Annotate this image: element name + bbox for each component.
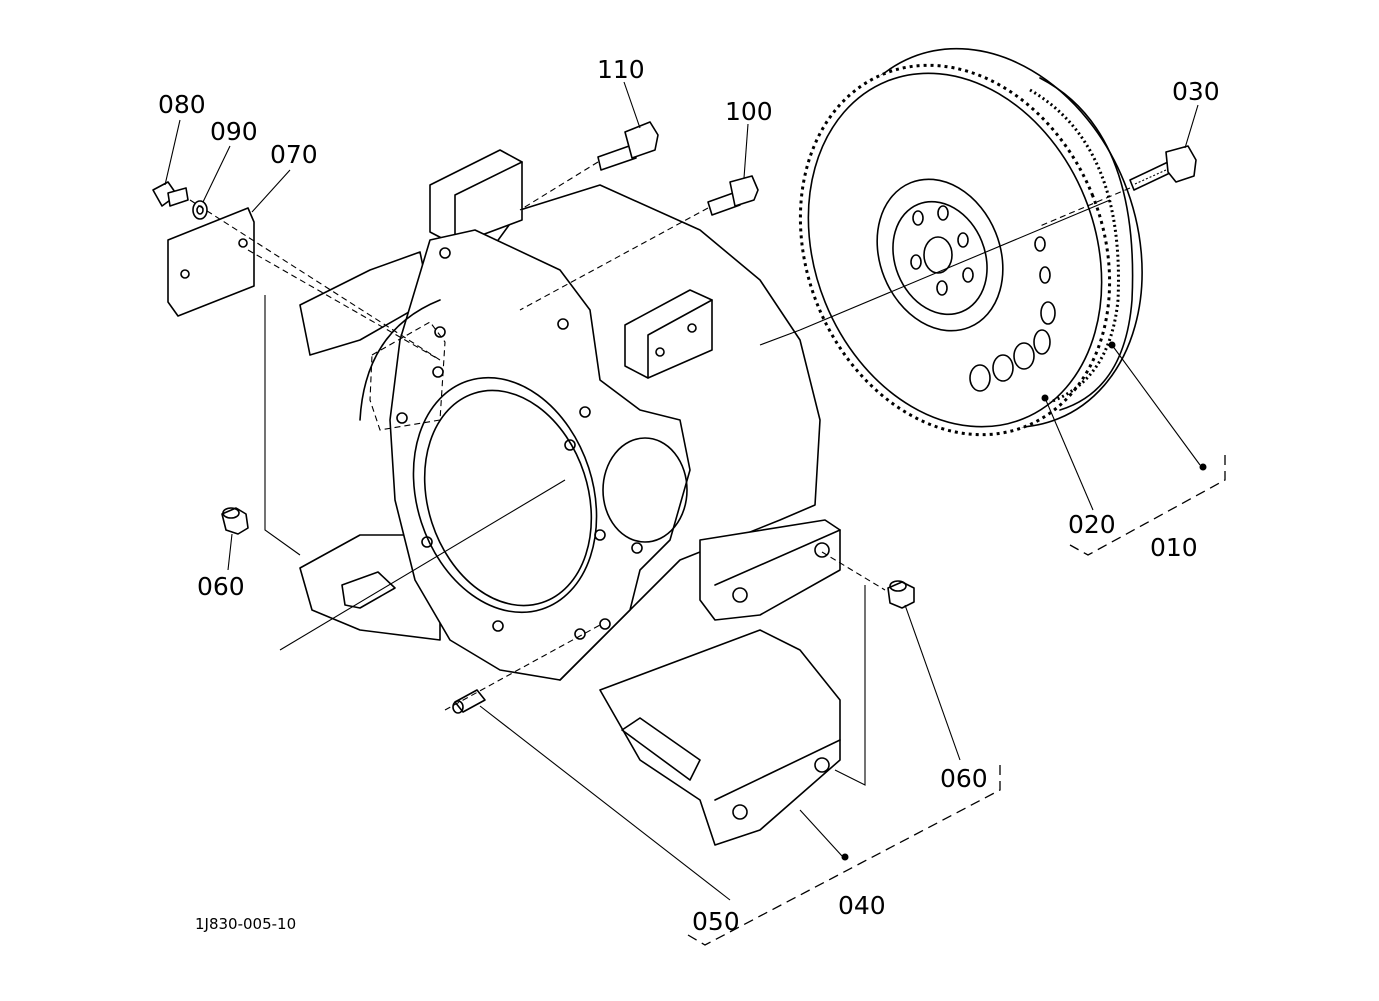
callout-010: 010 bbox=[1150, 533, 1198, 562]
kit-brackets bbox=[687, 455, 1226, 946]
reference-dots bbox=[841, 341, 1207, 861]
callout-040: 040 bbox=[838, 891, 886, 920]
bushing-060-right bbox=[887, 580, 915, 609]
callout-070: 070 bbox=[270, 140, 318, 169]
callout-020: 020 bbox=[1068, 510, 1116, 539]
cover-plate-070 bbox=[167, 207, 255, 317]
leader-lines bbox=[164, 81, 1201, 901]
callout-080: 080 bbox=[158, 90, 206, 119]
screw-080 bbox=[152, 181, 189, 207]
bolt-110 bbox=[597, 121, 659, 171]
flywheel-housing bbox=[279, 149, 841, 846]
dowel-pin-050 bbox=[452, 689, 486, 714]
callout-030: 030 bbox=[1172, 77, 1220, 106]
bushing-060-left bbox=[221, 507, 249, 535]
bolt-100 bbox=[707, 175, 759, 216]
callout-060-left: 060 bbox=[197, 572, 245, 601]
washer-090 bbox=[192, 200, 208, 220]
assembly-lines bbox=[189, 161, 1131, 711]
callout-100: 100 bbox=[725, 97, 773, 126]
callout-050: 050 bbox=[692, 907, 740, 936]
callout-labels: 110 100 080 090 070 030 060 060 020 010 … bbox=[158, 55, 1220, 936]
callout-090: 090 bbox=[210, 117, 258, 146]
callout-110: 110 bbox=[597, 55, 645, 84]
drawing-id: 1J830-005-10 bbox=[195, 915, 296, 933]
flywheel bbox=[798, 47, 1143, 437]
callout-060-right: 060 bbox=[940, 764, 988, 793]
bolt-030 bbox=[1129, 145, 1197, 191]
